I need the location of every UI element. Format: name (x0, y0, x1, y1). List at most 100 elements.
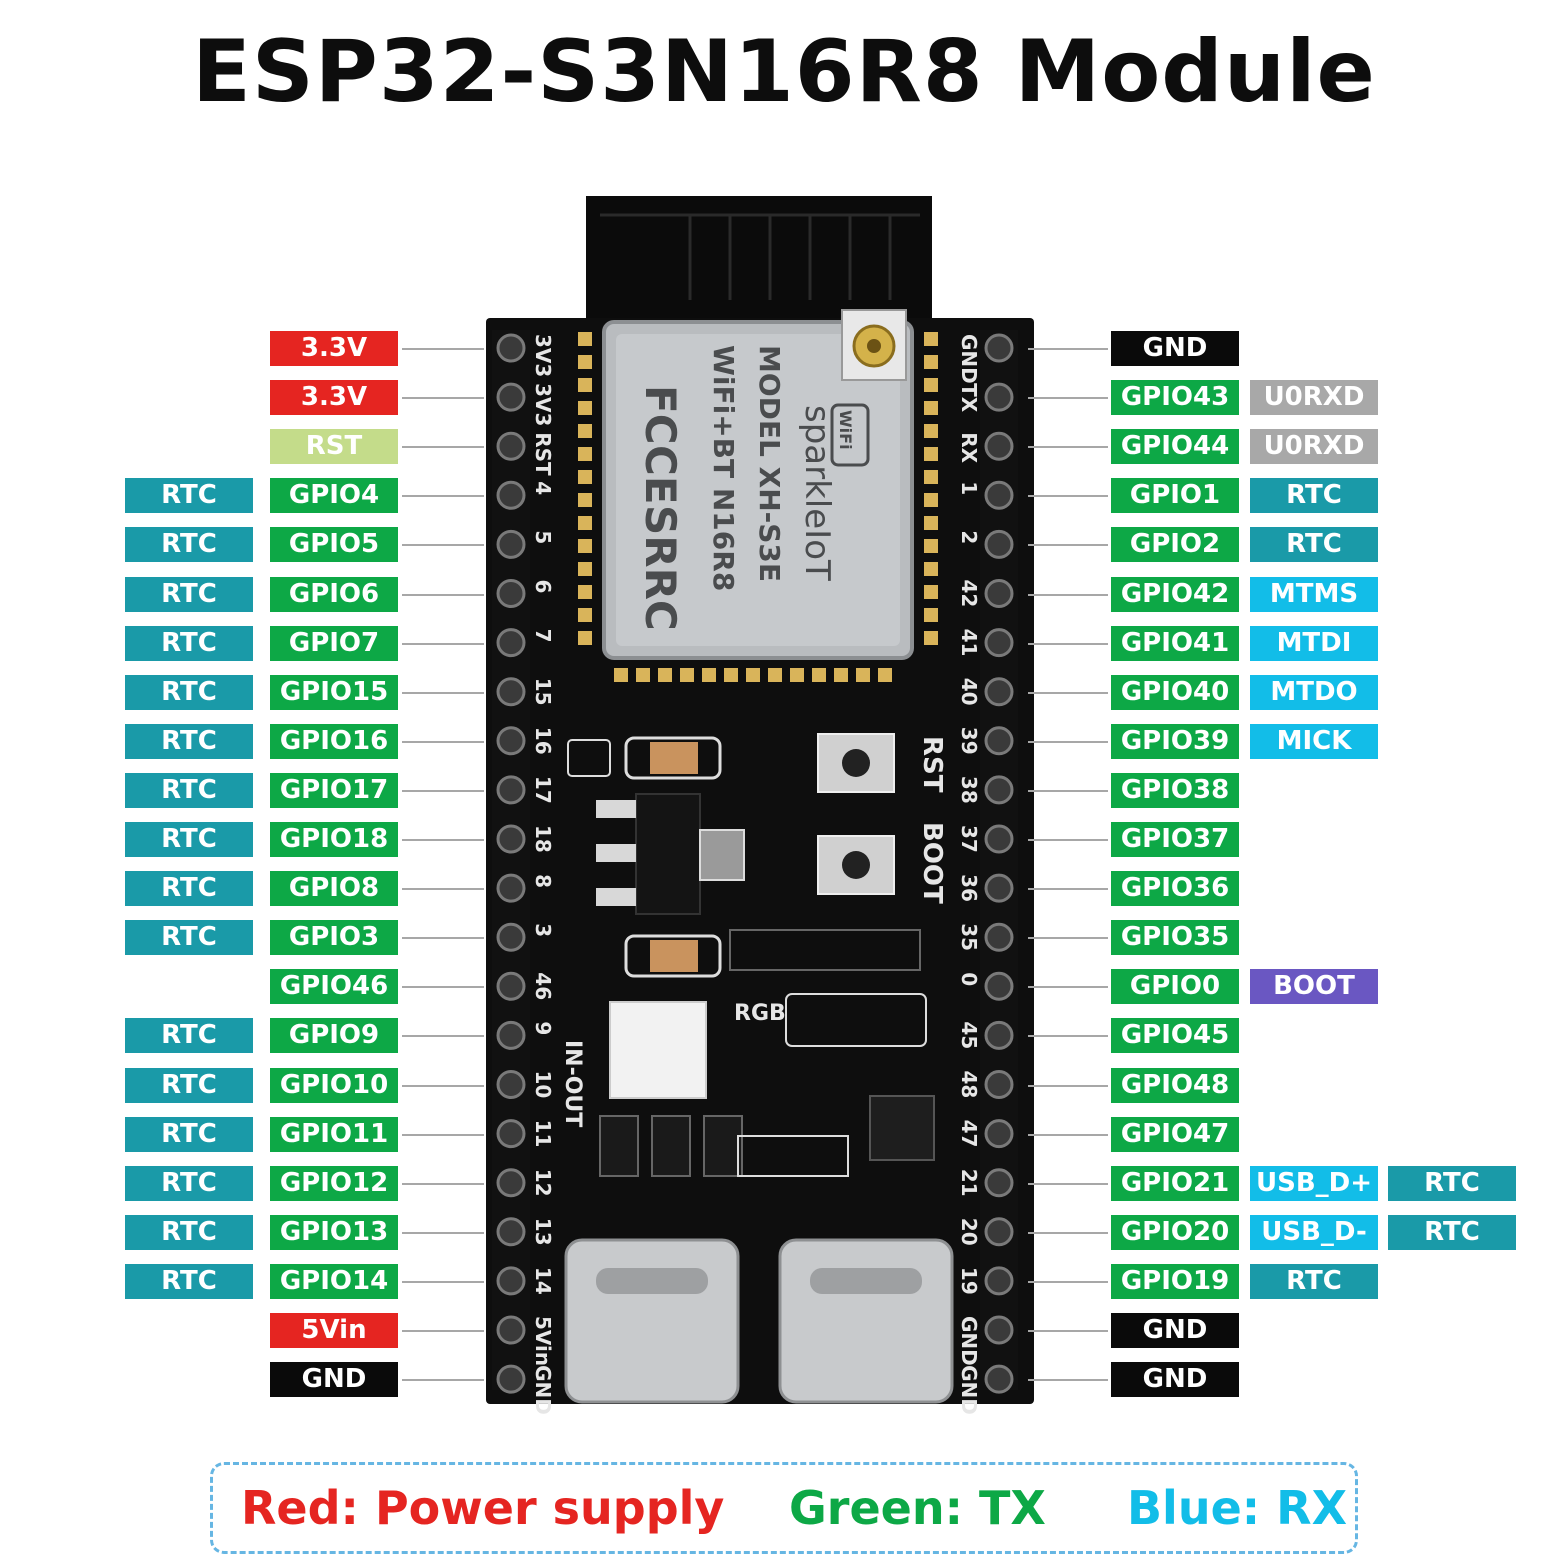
left-pin-label: GND (270, 1362, 398, 1398)
leader-line (1028, 397, 1108, 400)
capacitor-2 (624, 934, 722, 978)
right-silk-label: 38 (957, 776, 981, 804)
right-pin-label: GPIO39 (1111, 723, 1239, 759)
left-pin-hole (496, 971, 526, 1001)
leader-line (1028, 642, 1108, 645)
right-silk-label: 21 (957, 1169, 981, 1197)
right-pin-hole (984, 529, 1014, 559)
left-silk-label: 3V3 (531, 383, 555, 426)
legend-blue: Blue: RX (1127, 1481, 1348, 1535)
pin-holes (496, 333, 1014, 1394)
right-pin-hole (984, 382, 1014, 412)
left-pin-label: GPIO18 (270, 822, 398, 857)
left-pin-hole (496, 628, 526, 658)
left-pin-label: GPIO16 (270, 723, 398, 759)
leader-line (402, 544, 484, 547)
left-silk-label: 9 (531, 1021, 555, 1035)
capacitor-1 (624, 736, 722, 780)
left-pin-hole (496, 922, 526, 952)
right-pin-label: GPIO42 (1111, 576, 1239, 612)
legend-green: Green: TX (789, 1481, 1046, 1535)
left-pin-hole (496, 1315, 526, 1345)
left-pin-hole (496, 579, 526, 608)
right-silk-label: RX (957, 432, 981, 463)
right-pin-label: GND (1111, 1362, 1239, 1398)
leader-line (1028, 446, 1108, 449)
left-silk-label: 8 (531, 874, 555, 888)
left-pin-function: RTC (125, 1214, 253, 1250)
leader-line (402, 397, 484, 400)
left-silk-label: 14 (531, 1267, 555, 1295)
leader-line (402, 888, 484, 891)
leader-line (402, 1182, 484, 1185)
right-pin-hole (984, 824, 1014, 854)
right-pin-hole (984, 1168, 1014, 1198)
castellation-pad (768, 668, 782, 682)
right-pin-label: GPIO2 (1111, 527, 1239, 563)
right-silk-label: GND (957, 334, 981, 384)
right-pin-function: RTC (1250, 478, 1378, 514)
cert-srrc: SRRC (636, 505, 685, 631)
leader-line (1028, 1330, 1108, 1332)
usb-c-port-1 (564, 1238, 740, 1404)
left-silk-label: RST (531, 432, 555, 476)
left-pin-label: GPIO46 (270, 969, 398, 1005)
left-pin-function: RTC (125, 1116, 253, 1152)
castellation-pad (578, 355, 592, 369)
left-silk-label: 7 (531, 629, 555, 643)
left-silk-label: 11 (531, 1120, 555, 1148)
left-pin-hole (496, 480, 526, 510)
leader-line (402, 1330, 484, 1332)
left-pin-function: RTC (125, 1018, 253, 1054)
castellation-pad (578, 585, 592, 599)
right-pin-hole (984, 1266, 1014, 1296)
right-pin-function: MTDO (1250, 674, 1378, 710)
castellation-pad (924, 516, 938, 530)
right-pin-hole (984, 1217, 1014, 1247)
leader-line (1028, 1182, 1108, 1185)
castellation-pad (578, 401, 592, 415)
left-pin-label: GPIO13 (270, 1214, 398, 1250)
right-pin-label: GPIO35 (1111, 920, 1239, 956)
right-pin-function: U0RXD (1250, 380, 1378, 416)
leader-line (1028, 544, 1108, 547)
left-silk-label: 18 (531, 825, 555, 853)
left-silk-label: 10 (531, 1071, 555, 1099)
castellation-pad (812, 668, 826, 682)
castellation-pad (614, 668, 628, 682)
castellation-pad (924, 470, 938, 484)
left-pin-function: RTC (125, 674, 253, 710)
antenna-trace (600, 213, 920, 300)
castellation-pad (702, 668, 716, 682)
right-pin-label: GPIO0 (1111, 969, 1239, 1005)
leader-line (1028, 986, 1108, 989)
right-silk-label: 47 (957, 1120, 981, 1148)
right-pin-function: MTDI (1250, 625, 1378, 661)
right-silk-label: 41 (957, 629, 981, 657)
left-pin-hole (496, 1070, 526, 1099)
leader-line (402, 839, 484, 841)
leader-line (1028, 1084, 1108, 1087)
left-pin-label: GPIO10 (270, 1067, 398, 1103)
right-pin-label: GPIO40 (1111, 674, 1239, 710)
left-pin-label: GPIO11 (270, 1116, 398, 1152)
ldo-regulator (635, 793, 701, 915)
left-pin-function: RTC (125, 625, 253, 661)
left-pin-label: RST (270, 429, 398, 465)
right-silk-label: 2 (957, 530, 981, 544)
leader-line (402, 691, 484, 694)
module-model: MODEL XH-S3E (753, 345, 786, 582)
right-silk-label: 45 (957, 1021, 981, 1049)
leader-line (402, 1084, 484, 1087)
leader-line (402, 495, 484, 498)
right-pin-function: USB_D+ (1250, 1165, 1378, 1201)
leader-line (1028, 937, 1108, 940)
right-pin-hole (984, 480, 1014, 510)
left-pin-label: GPIO6 (270, 576, 398, 612)
left-pin-function: RTC (125, 1263, 253, 1299)
right-pin-label: GPIO21 (1111, 1165, 1239, 1201)
wifi-logo-text: WiFi (836, 410, 855, 450)
castellation-pad (924, 401, 938, 415)
right-silk-label: GND (957, 1365, 981, 1415)
